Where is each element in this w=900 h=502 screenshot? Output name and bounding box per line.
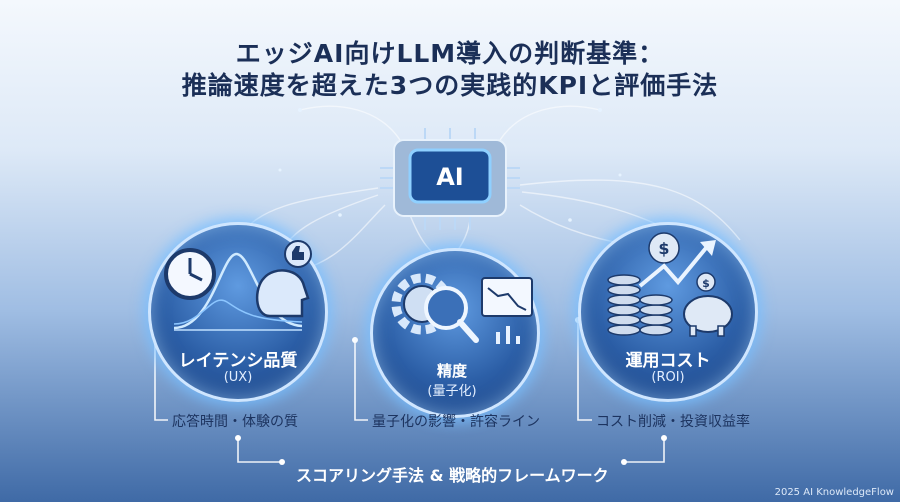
svg-text:$: $ xyxy=(658,239,669,258)
coin-stack-icon: $ xyxy=(607,232,680,336)
kpi-title-cost: 運用コスト xyxy=(625,351,711,371)
cost-illustration: $ $ xyxy=(607,232,733,337)
rising-arrow-icon xyxy=(638,240,716,288)
accuracy-illustration xyxy=(391,273,533,344)
latency-illustration xyxy=(164,240,312,331)
kpi-label-cost: コスト削減・投資収益率 xyxy=(596,414,750,430)
kpi-title-latency: レイテンシ品質 xyxy=(178,351,298,371)
svg-text:$: $ xyxy=(702,277,710,290)
kpi-subtitle-cost: (ROI) xyxy=(651,370,685,385)
kpi-circle-accuracy xyxy=(370,248,540,418)
page-title-line2: 推論速度を超えた3つの実践的KPIと評価手法 xyxy=(181,71,719,100)
kpi-label-latency: 応答時間・体験の質 xyxy=(172,414,298,430)
kpi-subtitle-accuracy: (量子化) xyxy=(427,384,477,399)
kpi-title-accuracy: 精度 xyxy=(436,362,467,380)
magnifier-icon xyxy=(424,286,479,343)
chip-label: AI xyxy=(436,163,464,191)
chart-screen-icon xyxy=(481,277,533,344)
credit-text: 2025 AI KnowledgeFlow xyxy=(774,487,894,498)
page-title-line1: エッジAI向けLLM導入の判断基準： xyxy=(235,39,665,68)
head-thumbs-up-icon xyxy=(256,240,312,318)
kpi-subtitle-latency: (UX) xyxy=(223,370,253,385)
kpi-label-accuracy: 量子化の影響・許容ライン xyxy=(372,414,540,430)
framework-label: スコアリング手法 & 戦略的フレームワーク xyxy=(296,466,609,485)
piggy-bank-icon: $ xyxy=(683,272,733,337)
ai-chip-icon: AI xyxy=(380,128,520,230)
clock-icon xyxy=(164,248,216,300)
